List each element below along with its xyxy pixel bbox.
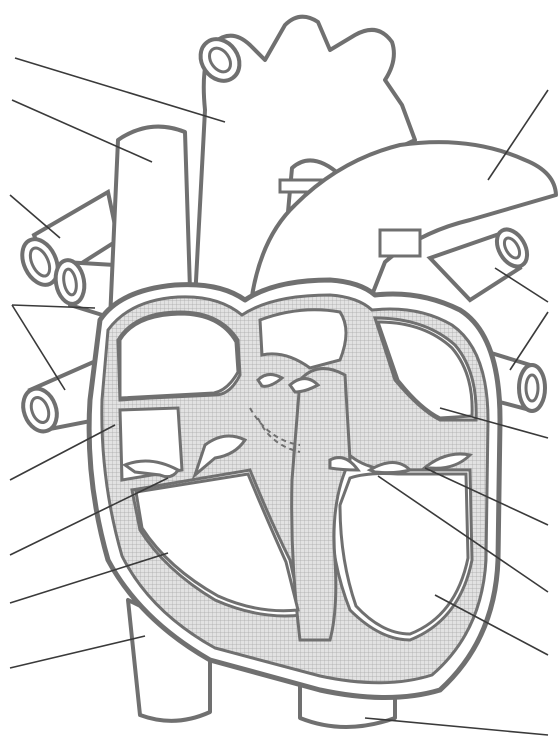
leader-bottom <box>365 718 548 735</box>
right-atrium-chamber <box>120 314 238 398</box>
leader-left-4b <box>12 305 65 390</box>
leader-right-2 <box>495 268 548 302</box>
leader-left-3 <box>10 195 60 238</box>
leader-left-8 <box>10 636 145 668</box>
leader-left-1 <box>15 58 225 122</box>
leader-right-3 <box>510 312 548 370</box>
pulmonary-brace <box>380 230 420 256</box>
